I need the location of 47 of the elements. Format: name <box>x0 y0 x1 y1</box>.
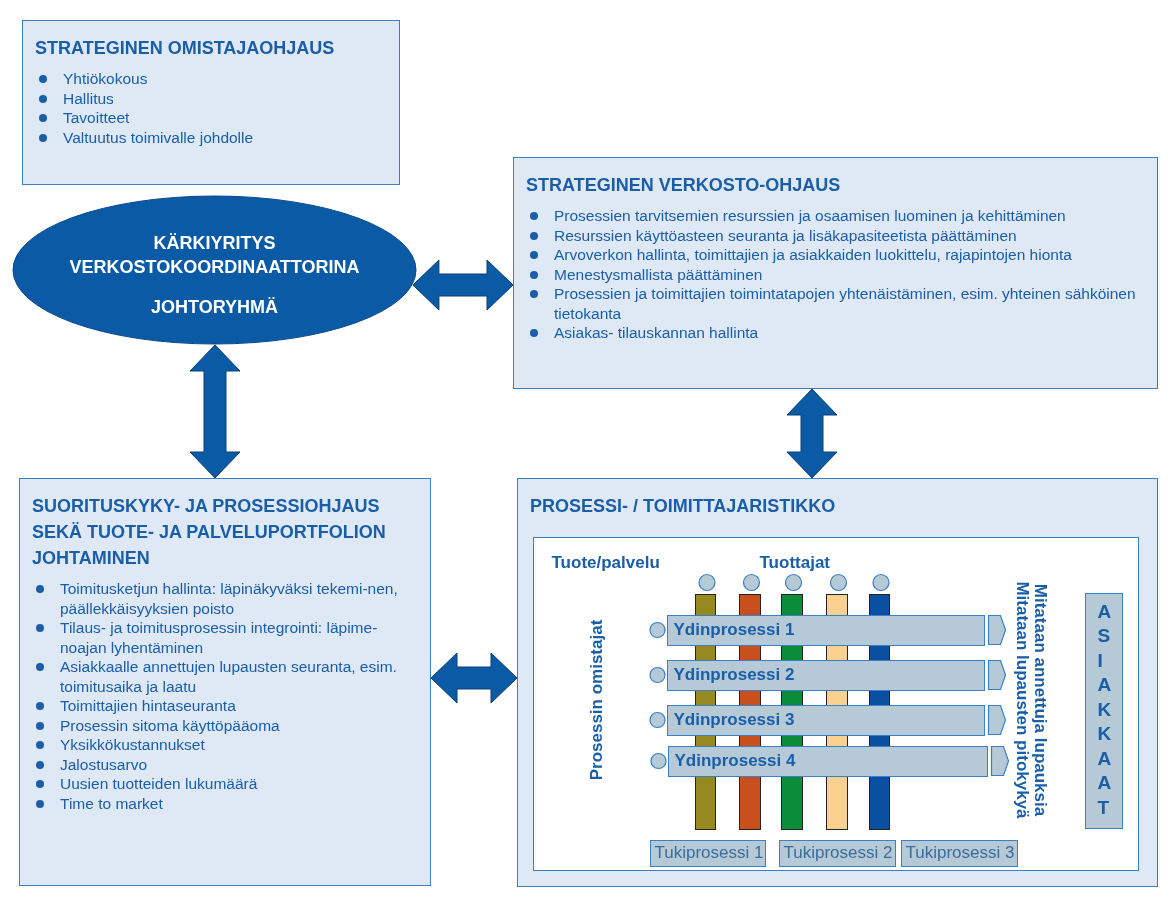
ellipse-text: KÄRKIYRITYS VERKOSTOKOORDINAATTORINA <box>68 232 361 279</box>
bullet-text: Prosessin sitoma käyttöpääoma <box>60 716 280 734</box>
bullet-text: Tilaus- ja toimitusprosessin integrointi: läpime-noajan lyhentäminen <box>60 619 378 656</box>
bullet-text: Yksikkökustannukset <box>60 736 205 753</box>
grid-panel <box>517 478 1158 887</box>
ellipse-text: JOHTORYHMÄ <box>150 296 279 319</box>
support-process-box: Tukiprosessi 1 <box>649 839 766 867</box>
panel-heading: SUORITUSKYKY- JA PROSESSIOHJAUS SEKÄ TUOTE- JA PALVELUPORTFOLION JOHTAMINEN <box>32 495 387 570</box>
bullet-text: Valtuutus toimivalle johdolle <box>63 128 254 146</box>
axis-label: Tuottajat <box>759 552 830 573</box>
bullet-text: Uusien tuotteiden lukumäärä <box>60 775 258 792</box>
bullet-text: Time to market <box>60 794 163 812</box>
process-bar: Ydinprosessi 3 <box>666 704 985 736</box>
bullet-text: Toimittajien hintaseuranta <box>60 697 236 714</box>
process-bar: Ydinprosessi 1 <box>666 614 985 646</box>
vertical-label: Mitataan lupausten pitokykyä <box>1011 580 1032 819</box>
bullet-text: Jalostusarvo <box>60 755 147 773</box>
panel-heading: PROSESSI- / TOIMITTAJARISTIKKO <box>530 495 837 518</box>
bullet-text: Menestysmallista päättäminen <box>554 265 763 283</box>
info-panel <box>513 157 1158 389</box>
process-bar: Ydinprosessi 4 <box>667 745 988 777</box>
process-bar: Ydinprosessi 2 <box>666 659 985 691</box>
ellipse <box>12 195 417 345</box>
vertical-label: Mitataan annettuja lupauksia <box>1029 583 1050 816</box>
double-arrow <box>412 259 514 311</box>
double-arrow <box>189 344 241 479</box>
bullet-text: Toimitusketjun hallinta: läpinäkyväksi tekemi-nen, päällekkäisyyksien poisto <box>60 580 398 617</box>
info-panel <box>19 478 431 886</box>
vertical-label: Prosessin omistajat <box>587 619 608 780</box>
bullet-text: Arvoverkon hallinta, toimittajien ja asiakkaiden luokittelu, rajapintojen hionta <box>554 246 1072 263</box>
bullet-text: Asiakkaalle annettujen lupausten seuranta, esim. toimitusaika ja laatu <box>60 658 397 695</box>
bullet-text: Hallitus <box>63 89 114 107</box>
customer-box: ASIAKKAAT <box>1084 592 1123 829</box>
support-process-box: Tukiprosessi 3 <box>900 839 1018 867</box>
bullet-text: Prosessien ja toimittajien toimintatapojen yhtenäistäminen, esim. yhteinen sähköinen tietokanta <box>554 285 1136 322</box>
panel-heading: STRATEGINEN OMISTAJAOHJAUS <box>35 37 336 60</box>
double-arrow <box>430 652 518 704</box>
bullet-text: Resurssien käyttöasteen seuranta ja lisäkapasiteetista päättäminen <box>554 226 1017 244</box>
bullet-text: Tavoitteet <box>63 109 130 126</box>
support-process-box: Tukiprosessi 2 <box>778 839 896 867</box>
bullet-text: Asiakas- tilauskannan hallinta <box>554 324 759 341</box>
axis-label: Tuote/palvelu <box>551 552 660 573</box>
double-arrow <box>786 388 838 479</box>
bullet-text: Yhtiökokous <box>63 70 148 87</box>
info-panel <box>22 20 400 185</box>
panel-heading: STRATEGINEN VERKOSTO-OHJAUS <box>526 174 842 197</box>
bullet-text: Prosessien tarvitsemien resurssien ja osaamisen luominen ja kehittäminen <box>554 207 1066 224</box>
